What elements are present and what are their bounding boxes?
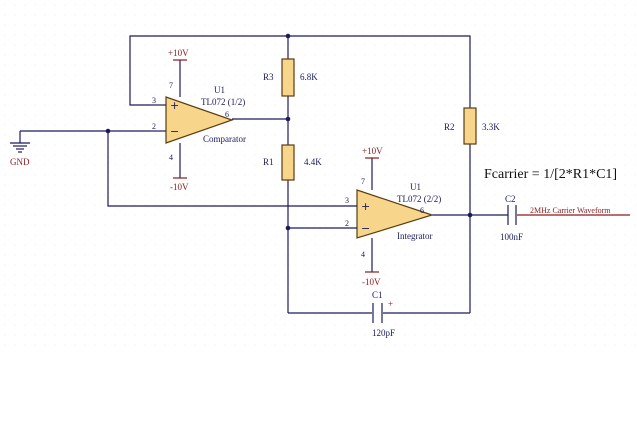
r2-ref: R2 [444, 122, 455, 132]
u1a-role: Comparator [203, 134, 246, 144]
r3-ref: R3 [263, 72, 274, 82]
u1a-plus-sign: + [170, 99, 179, 112]
output-net-label: 2MHz Carrier Waveform [530, 206, 611, 215]
u1b-pin-non: 2 [345, 219, 349, 228]
junction-dot [467, 212, 473, 218]
ground-symbol [10, 130, 108, 153]
junction-dot [105, 128, 111, 134]
u1b-vpos-label: +10V [362, 146, 383, 156]
u1b-opamp-symbol[interactable] [356, 189, 434, 239]
r2-resistor[interactable] [463, 107, 477, 145]
wires [107, 35, 508, 314]
r3-value: 6.8K [300, 72, 318, 82]
junction-dot [285, 33, 291, 39]
u1a-vpos-label: +10V [168, 48, 189, 58]
r2-value: 3.3K [482, 122, 500, 132]
u1b-pin-inv: 3 [345, 196, 349, 205]
c2-capacitor[interactable] [507, 205, 517, 225]
r3-resistor[interactable] [281, 58, 295, 97]
u1a-minus-sign: − [170, 125, 179, 138]
u1b-role: Integrator [397, 231, 432, 241]
c1-capacitor[interactable] [372, 303, 383, 323]
u1a-pin-vn: 4 [169, 153, 173, 162]
u1a-ref: U1 [214, 85, 225, 95]
r1-ref: R1 [263, 157, 274, 167]
u1b-minus-sign: − [361, 222, 370, 235]
u1a-pin-inv: 3 [152, 96, 156, 105]
u1a-opamp-symbol[interactable] [165, 96, 234, 144]
c1-value: 120pF [372, 328, 395, 338]
junction-dot [285, 225, 291, 231]
u1a-pin-out: 6 [225, 110, 229, 119]
carrier-frequency-formula: Fcarrier = 1/[2*R1*C1] [484, 167, 617, 182]
c1-polarity: + [388, 299, 393, 309]
u1b-plus-sign: + [361, 200, 370, 213]
u1a-part: TL072 (1/2) [201, 97, 245, 107]
r1-resistor[interactable] [281, 144, 295, 181]
u1b-pin-out: 6 [420, 206, 424, 215]
u1a-pin-non: 2 [152, 122, 156, 131]
u1b-ref: U1 [410, 182, 421, 192]
u1b-part: TL072 (2/2) [397, 194, 441, 204]
c2-value: 100nF [500, 232, 523, 242]
c2-ref: C2 [505, 194, 516, 204]
u1b-pin-vp: 7 [361, 177, 365, 186]
c1-ref: C1 [372, 290, 383, 300]
page-background [0, 350, 637, 441]
gnd-label: GND [10, 157, 30, 167]
r1-value: 4.4K [304, 157, 322, 167]
u1b-vneg-label: -10V [362, 277, 381, 287]
junction-dot [285, 116, 291, 122]
u1a-pin-vp: 7 [169, 81, 173, 90]
u1a-vneg-label: -10V [170, 182, 189, 192]
sheet-background [0, 0, 637, 350]
u1b-pin-vn: 4 [361, 250, 365, 259]
